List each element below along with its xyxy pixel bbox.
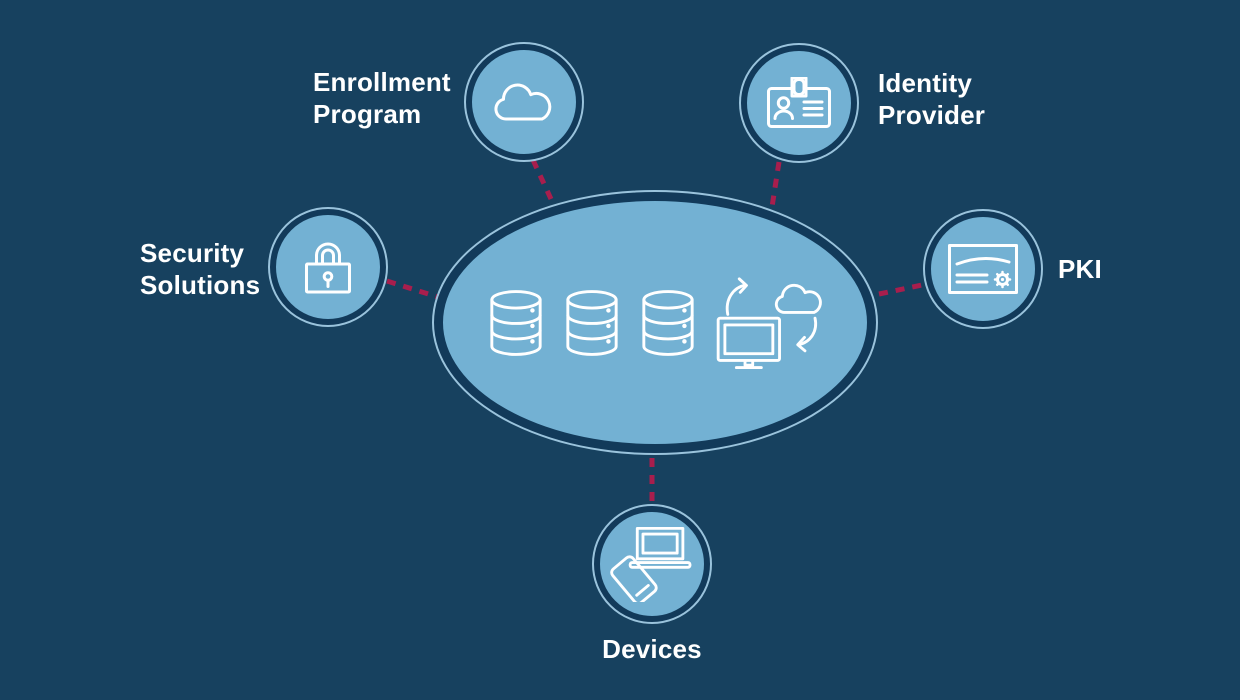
label-line: PKI — [1058, 254, 1102, 284]
laptop-phone-icon — [610, 526, 692, 602]
connector-pki — [878, 282, 923, 297]
central-hub-ellipse — [432, 190, 878, 455]
label-pki: PKI — [1058, 253, 1102, 285]
connector-enrollment — [530, 158, 554, 201]
node-devices — [592, 504, 712, 624]
node-identity-provider — [739, 43, 859, 163]
connector-identity — [769, 161, 782, 208]
label-line: Devices — [602, 634, 702, 664]
label-line: Program — [313, 99, 422, 129]
label-line: Provider — [878, 100, 986, 130]
database-icon — [566, 289, 618, 356]
label-identity-provider: Identity Provider — [878, 67, 985, 131]
id-badge-icon — [767, 77, 831, 128]
label-devices: Devices — [552, 633, 752, 665]
connector-security — [386, 278, 442, 301]
database-icon — [490, 289, 542, 356]
label-line: Identity — [878, 68, 973, 98]
node-pki — [923, 209, 1043, 329]
cloud-icon — [494, 83, 552, 121]
label-line: Enrollment — [313, 67, 451, 97]
cloud-sync-icon — [716, 276, 822, 369]
node-security-solutions — [268, 207, 388, 327]
padlock-icon — [305, 242, 351, 294]
node-enrollment-program — [464, 42, 584, 162]
database-icon — [642, 289, 694, 356]
label-enrollment-program: Enrollment Program — [313, 66, 451, 130]
certificate-icon — [948, 244, 1018, 294]
label-line: Solutions — [140, 270, 261, 300]
label-line: Security — [140, 238, 245, 268]
label-security-solutions: Security Solutions — [140, 237, 260, 301]
